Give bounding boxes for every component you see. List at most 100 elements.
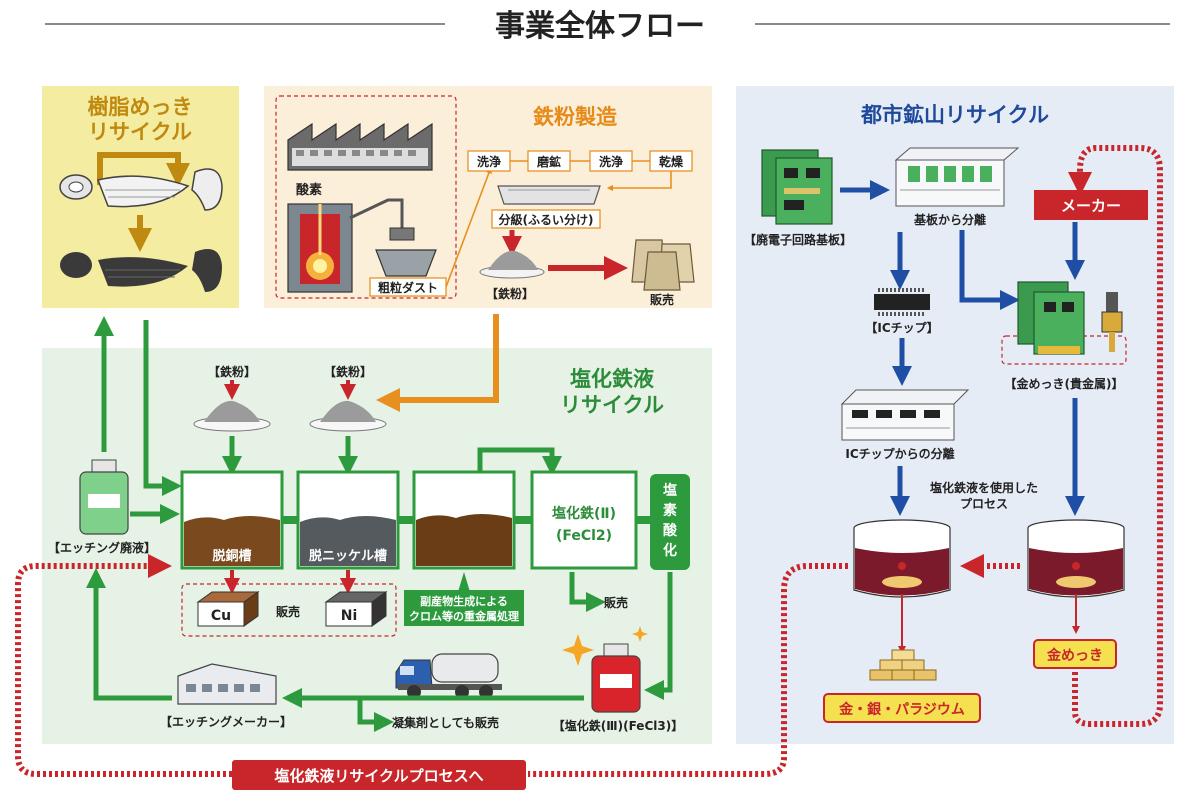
ni-block-icon — [324, 591, 388, 627]
iron-powder-label-1: 【鉄粉】 — [208, 364, 256, 379]
maker-to-liquid-arrow — [86, 568, 172, 701]
oxidation-char-1: 塩 — [663, 482, 677, 499]
fecl2-line2: (FeCl2) — [556, 528, 612, 544]
tank-cu-label: 脱銅槽 — [212, 548, 251, 564]
iron-title: 鉄粉製造 — [533, 105, 618, 129]
cu-block-icon — [196, 591, 260, 627]
oxidation-char-2: 素 — [663, 502, 677, 519]
maker-label: メーカー — [1061, 197, 1121, 215]
byproduct-pointer — [458, 572, 470, 592]
sieve-tray-icon — [497, 185, 601, 205]
classify-box — [491, 209, 601, 229]
oxidation-char-4: 化 — [663, 542, 677, 559]
powder-label: 【鉄粉】 — [486, 286, 534, 301]
oxidation-to-fecl3-arrow — [644, 572, 673, 700]
urban-title: 都市鉱山リサイクル — [860, 103, 1049, 127]
ferric-title-line1: 塩化鉄液 — [570, 367, 654, 391]
iron-powder-pile-icon — [479, 250, 545, 279]
dry-to-sieve-arrow — [606, 171, 672, 192]
byproduct-to-fecl2-arrow — [477, 447, 562, 476]
plated-parts-icon — [59, 168, 223, 211]
iron-sale-label: 販売 — [650, 292, 674, 307]
byproduct-box — [404, 590, 524, 626]
bath-left-icon — [853, 519, 951, 598]
gold-plating-precious-label: 【金めっき(貴金属)】 — [1005, 376, 1124, 391]
tank-fecl2 — [530, 470, 638, 570]
coagulant-arrow — [357, 698, 394, 732]
step-wash-1: 洗浄 — [477, 154, 501, 169]
step-dry: 乾燥 — [659, 154, 684, 169]
dust-to-wash-arrow — [445, 167, 492, 288]
bottom-banner-label: 塩化鉄液リサイクルプロセスへ — [274, 767, 483, 785]
sparkle-icon — [562, 626, 648, 666]
circuit-boards-icon — [761, 149, 833, 225]
gold-plating-label: 金めっき — [1046, 647, 1103, 664]
gold-bars-icon — [869, 649, 937, 681]
etching-maker-label: 【エッチングメーカー】 — [160, 714, 292, 729]
byproduct-line1: 副産物生成による — [420, 594, 508, 608]
fecl3-label: 【塩化鉄(Ⅲ)(FeCl3)】 — [553, 718, 683, 733]
metals-box — [823, 693, 981, 723]
dust-hopper-icon — [375, 249, 437, 277]
ic-chip-label: 【ICチップ】 — [865, 320, 938, 335]
tank-ni-label: 脱ニッケル槽 — [309, 548, 387, 564]
etching-maker-building-icon — [177, 663, 277, 705]
oxygen-label: 酸素 — [296, 182, 322, 198]
step-wash-2: 洗浄 — [599, 154, 623, 169]
coagulant-label: 凝集剤としても販売 — [392, 715, 499, 730]
ic-separation-machine-icon — [840, 389, 970, 441]
process-line2: プロセス — [960, 496, 1008, 511]
dust-label: 粗粒ダスト — [378, 280, 438, 295]
waste-boards-label: 【廃電子回路基板】 — [744, 232, 852, 247]
process-line1: 塩化鉄液を使用した — [930, 480, 1038, 495]
byproduct-line2: クロム等の重金属処理 — [409, 609, 519, 623]
fecl3-bottle-icon — [591, 643, 641, 713]
factory-icon — [287, 122, 433, 171]
connector-pin-icon — [1101, 292, 1123, 352]
tank-byproduct — [412, 470, 516, 570]
tank-cu — [180, 470, 284, 570]
etching-bottle-icon — [79, 459, 129, 535]
resin-parts-icon — [60, 249, 222, 292]
resin-loop-arrow — [97, 152, 190, 187]
etching-liquid-label: 【エッチング廃液】 — [48, 540, 156, 555]
separate-to-gold-arrow — [959, 230, 1020, 310]
bottom-banner — [232, 760, 526, 790]
fecl2-sale-label: 販売 — [604, 595, 628, 610]
fecl2-line1: 塩化鉄(Ⅱ) — [552, 505, 616, 522]
gold-silver-palladium-label: 金・銀・パラジウム — [838, 701, 965, 718]
gold-to-maker-loop — [1068, 145, 1163, 727]
metals-frame — [181, 583, 397, 637]
fecl2-to-sale-arrow — [569, 572, 606, 612]
furnace-icon — [287, 198, 415, 293]
resin-title-line1: 樹脂めっき — [88, 95, 193, 119]
resin-title-line2: リサイクル — [88, 120, 192, 144]
board-separation-machine-icon — [894, 147, 1020, 207]
resin-to-tank-arrow — [143, 320, 182, 496]
ic-separation-label: ICチップからの分離 — [845, 446, 954, 461]
gold-plating-box — [1033, 639, 1117, 669]
tank-ni — [296, 470, 400, 570]
cu-label: Cu — [211, 608, 231, 624]
powder-pile-icon-1 — [193, 400, 271, 432]
separate-board-label: 基板から分離 — [913, 212, 986, 227]
step-grind: 磨鉱 — [536, 154, 561, 169]
process-steps: 洗浄 磨鉱 洗浄 乾燥 — [467, 150, 693, 172]
page-title: 事業全体フロー — [495, 9, 705, 44]
gold-plated-boards-icon — [1017, 281, 1085, 355]
metals-sale-label: 販売 — [276, 604, 300, 619]
classify-label: 分級(ふるい分け) — [499, 212, 594, 227]
factory-frame — [275, 95, 457, 299]
iron-powder-label-2: 【鉄粉】 — [324, 364, 372, 379]
bath-right-icon — [1027, 519, 1125, 598]
sale-bags-icon — [631, 239, 695, 291]
oxidation-box — [650, 474, 690, 570]
urban-to-banner-loop — [528, 563, 848, 777]
ni-label: Ni — [341, 608, 358, 624]
iron-to-ferric-arrow — [376, 314, 499, 412]
tanker-truck-icon — [395, 653, 502, 699]
ic-chip-icon — [874, 288, 930, 316]
powder-pile-icon-2 — [309, 400, 387, 432]
